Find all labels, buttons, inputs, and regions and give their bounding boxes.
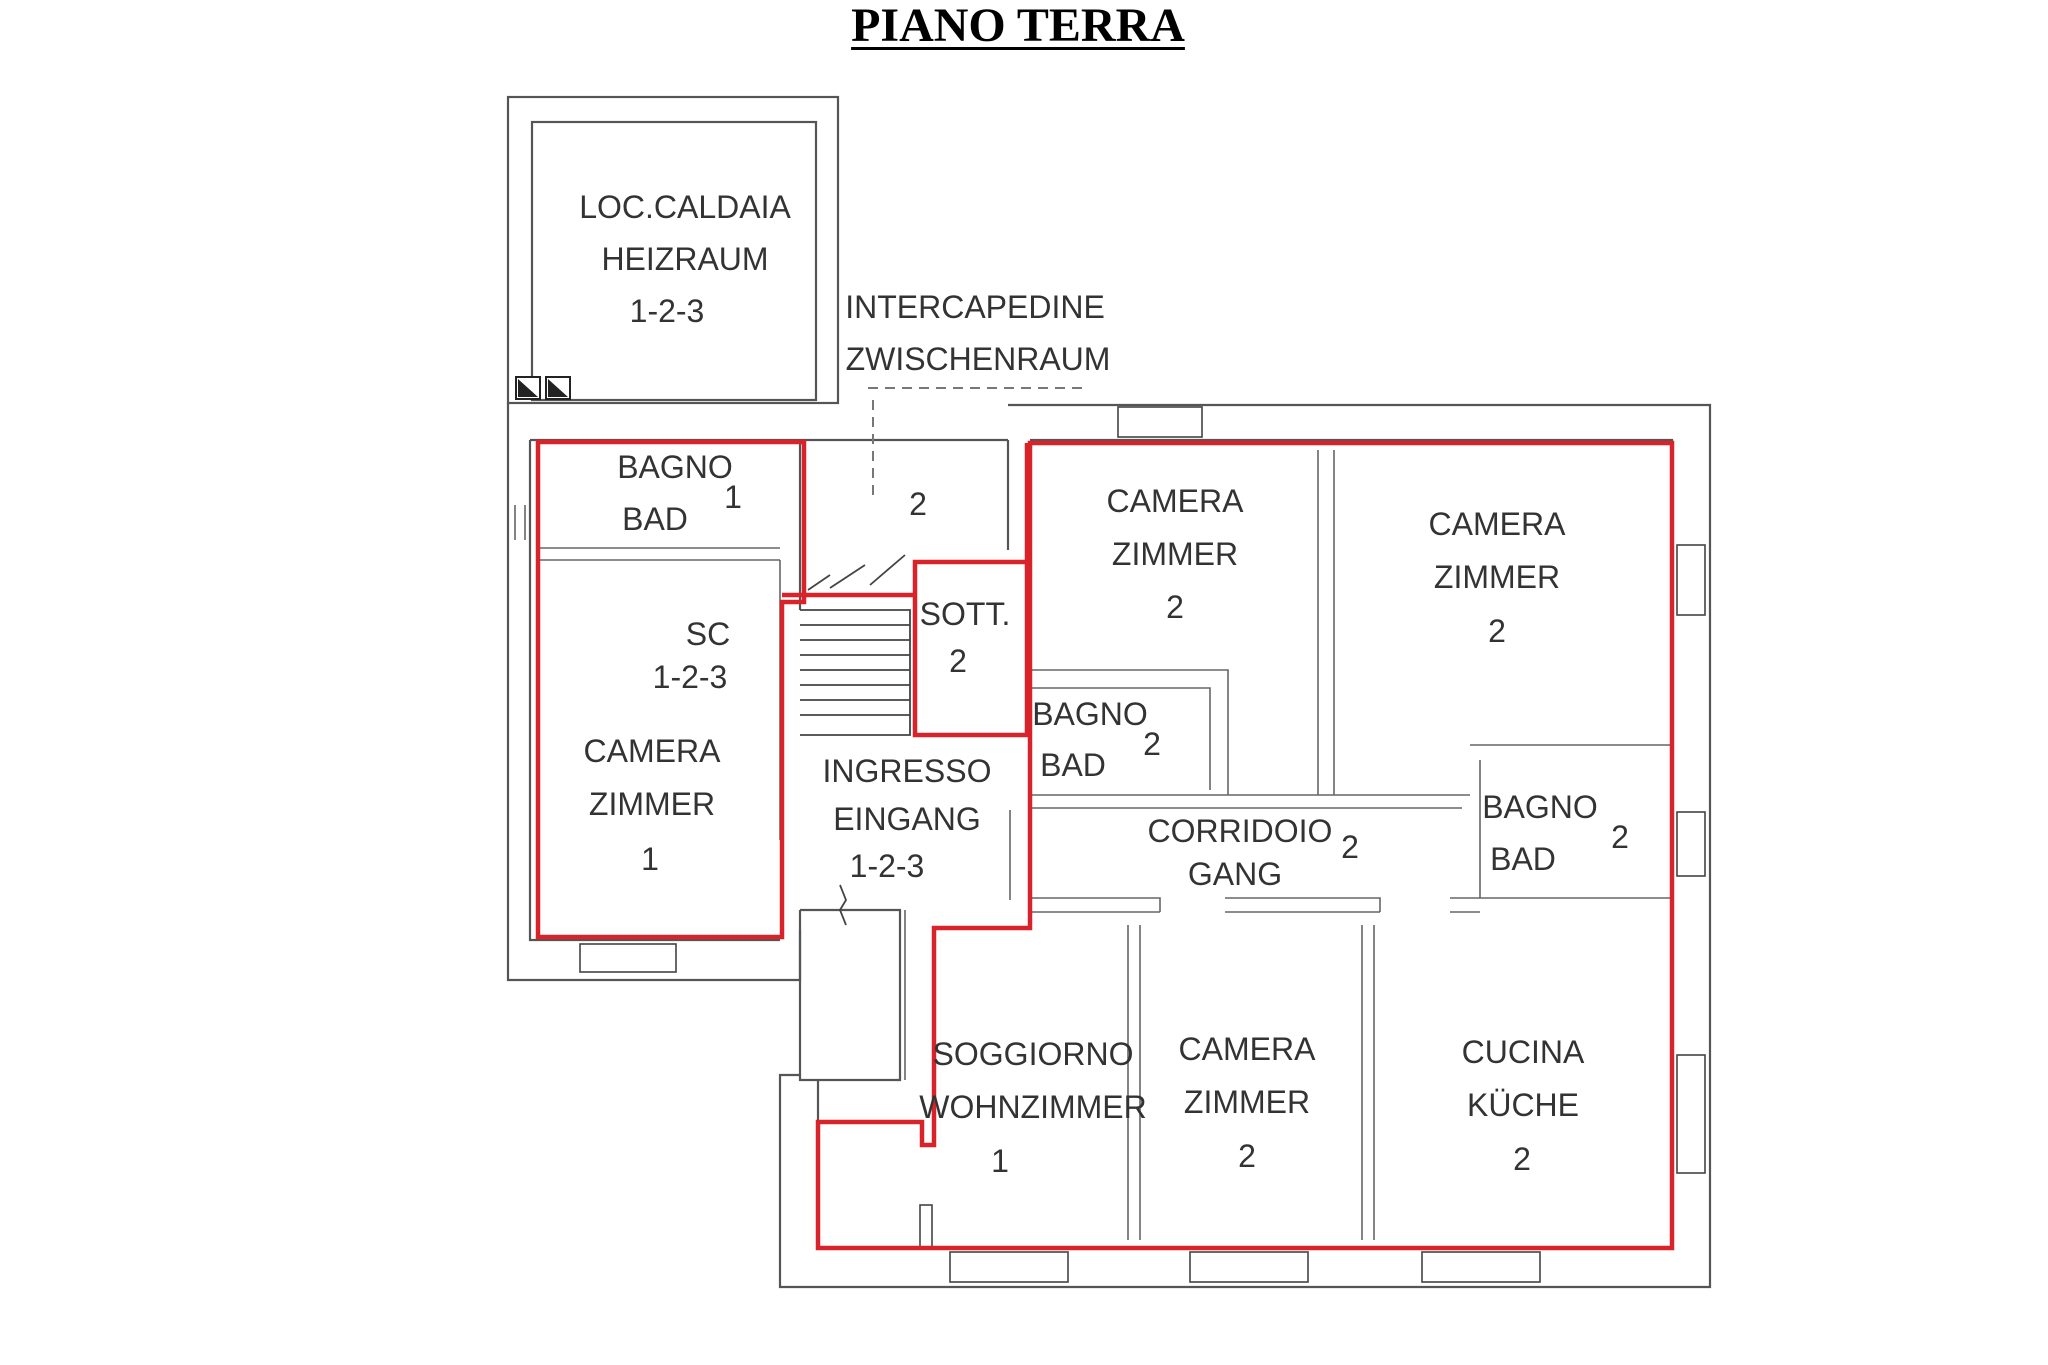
ingresso-label-de: EINGANG [833, 801, 981, 837]
room-bagno-left: BAGNO BAD 1 [617, 449, 742, 537]
corridoio-label: CORRIDOIO [1148, 813, 1333, 849]
intercapedine-lines [868, 387, 1085, 500]
room-camera-bottom: CAMERA ZIMMER 2 [1179, 1031, 1317, 1174]
bagno-mid-number: 2 [1143, 726, 1161, 762]
room-camera-1: CAMERA ZIMMER 1 [584, 733, 722, 877]
ingresso-label: INGRESSO [823, 753, 992, 789]
highlight-sottoscala [912, 559, 1030, 738]
camera-top-mid-label-de: ZIMMER [1112, 536, 1238, 572]
room-sc: SC 1-2-3 [653, 616, 731, 695]
bagno-left-label: BAGNO [617, 449, 733, 485]
bagno-mid-label: BAGNO [1032, 696, 1148, 732]
camera-top-mid-label: CAMERA [1107, 483, 1245, 519]
camera-top-right-number: 2 [1488, 613, 1506, 649]
intercapedine-label: INTERCAPEDINE [845, 289, 1105, 325]
corridoio-label-de: GANG [1188, 856, 1282, 892]
room-camera-top-mid: CAMERA ZIMMER 2 [1107, 483, 1245, 625]
soggiorno-number: 1 [991, 1143, 1009, 1179]
sc-label: SC [686, 616, 730, 652]
room-caldaia-label-de: HEIZRAUM [601, 241, 768, 277]
room-caldaia: LOC.CALDAIA HEIZRAUM 1-2-3 [579, 189, 791, 329]
highlight-left-wing [535, 439, 807, 940]
camera-top-right-label-de: ZIMMER [1434, 559, 1560, 595]
plan-title: PIANO TERRA [851, 0, 1185, 52]
room-soggiorno: SOGGIORNO WOHNZIMMER 1 [919, 1036, 1147, 1179]
camera-top-right-label: CAMERA [1429, 506, 1567, 542]
room-bagno-right: BAGNO BAD 2 [1482, 789, 1629, 877]
sott-number: 2 [949, 643, 967, 679]
bagno-right-label: BAGNO [1482, 789, 1598, 825]
camera-1-label: CAMERA [584, 733, 722, 769]
soggiorno-label-de: WOHNZIMMER [919, 1089, 1147, 1125]
camera-bottom-label: CAMERA [1179, 1031, 1317, 1067]
cucina-label-de: KÜCHE [1467, 1087, 1579, 1123]
room-intercapedine: INTERCAPEDINE ZWISCHENRAUM [845, 289, 1110, 377]
sc-number: 1-2-3 [653, 659, 728, 695]
camera-top-mid-number: 2 [1166, 589, 1184, 625]
bagno-mid-label-de: BAD [1040, 747, 1106, 783]
room-corridoio: CORRIDOIO GANG 2 [1148, 813, 1359, 892]
windows [579, 406, 1706, 1283]
bagno-left-number: 1 [724, 479, 742, 515]
room-sott: SOTT. 2 [920, 596, 1011, 679]
cucina-number: 2 [1513, 1141, 1531, 1177]
room-camera-top-right: CAMERA ZIMMER 2 [1429, 506, 1567, 649]
sott-label: SOTT. [920, 596, 1011, 632]
camera-bottom-number: 2 [1238, 1138, 1256, 1174]
intercapedine-label-de: ZWISCHENRAUM [846, 341, 1111, 377]
camera-1-number: 1 [641, 841, 659, 877]
room-ingresso: INGRESSO EINGANG 1-2-3 [823, 753, 992, 884]
room-labels: LOC.CALDAIA HEIZRAUM 1-2-3 INTERCAPEDINE… [579, 189, 1629, 1179]
flue-symbols [515, 376, 571, 400]
bagno-left-label-de: BAD [622, 501, 688, 537]
bagno-right-label-de: BAD [1490, 841, 1556, 877]
landing-number: 2 [909, 486, 927, 522]
room-caldaia-label: LOC.CALDAIA [579, 189, 791, 225]
camera-bottom-label-de: ZIMMER [1184, 1084, 1310, 1120]
bagno-right-number: 2 [1611, 819, 1629, 855]
camera-1-label-de: ZIMMER [589, 786, 715, 822]
staircase [800, 554, 911, 926]
cucina-label: CUCINA [1462, 1034, 1585, 1070]
soggiorno-label: SOGGIORNO [933, 1036, 1134, 1072]
room-caldaia-number: 1-2-3 [630, 293, 705, 329]
corridoio-number: 2 [1341, 829, 1359, 865]
highlight-outlines [535, 439, 1675, 1251]
room-bagno-mid: BAGNO BAD 2 [1032, 696, 1161, 783]
room-cucina: CUCINA KÜCHE 2 [1462, 1034, 1585, 1177]
ingresso-number: 1-2-3 [850, 848, 925, 884]
highlight-main-unit [815, 440, 1675, 1251]
